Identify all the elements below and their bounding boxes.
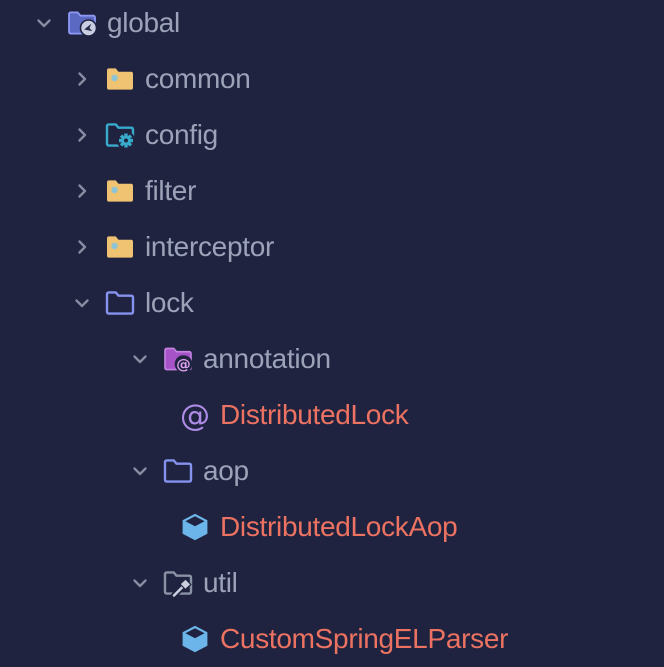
tree-row-util[interactable]: util: [0, 555, 664, 611]
folder-icon: [104, 175, 136, 207]
tree-item-label: global: [107, 7, 180, 38]
tree-row-filter[interactable]: filter: [0, 163, 664, 219]
tree-item-label: lock: [145, 287, 194, 318]
chevron-right-icon[interactable]: [70, 179, 94, 203]
tree-row-distributedlock[interactable]: @ DistributedLock: [0, 387, 664, 443]
folder-config-icon: [104, 119, 136, 151]
svg-text:@: @: [176, 357, 191, 373]
svg-text:@: @: [180, 399, 210, 431]
chevron-right-icon[interactable]: [70, 67, 94, 91]
chevron-down-icon[interactable]: [32, 11, 56, 35]
folder-util-icon: [162, 567, 194, 599]
tree-item-label: aop: [203, 455, 249, 486]
class-icon: [179, 623, 211, 655]
tree-item-label: common: [145, 63, 251, 94]
chevron-right-icon[interactable]: [70, 235, 94, 259]
folder-annotation-icon: @: [162, 343, 194, 375]
tree-item-label: DistributedLock: [220, 399, 409, 430]
tree-row-interceptor[interactable]: interceptor: [0, 219, 664, 275]
class-icon: [179, 511, 211, 543]
tree-row-lock[interactable]: lock: [0, 275, 664, 331]
tree-row-aop[interactable]: aop: [0, 443, 664, 499]
chevron-down-icon[interactable]: [70, 291, 94, 315]
tree-item-label: filter: [145, 175, 197, 206]
folder-icon: [104, 63, 136, 95]
annotation-icon: @: [179, 399, 211, 431]
tree-row-customspringelparser[interactable]: CustomSpringELParser: [0, 611, 664, 667]
chevron-down-icon[interactable]: [128, 571, 152, 595]
folder-icon: [104, 231, 136, 263]
tree-row-annotation[interactable]: @ annotation: [0, 331, 664, 387]
folder-open-icon: [162, 455, 194, 487]
tree-row-distributedlockaop[interactable]: DistributedLockAop: [0, 499, 664, 555]
tree-row-config[interactable]: config: [0, 107, 664, 163]
tree-item-label: util: [203, 567, 238, 598]
tree-item-label: annotation: [203, 343, 331, 374]
chevron-down-icon[interactable]: [128, 347, 152, 371]
tree-item-label: DistributedLockAop: [220, 511, 458, 542]
tree-row-common[interactable]: common: [0, 51, 664, 107]
tree-row-global[interactable]: global: [0, 0, 664, 51]
chevron-down-icon[interactable]: [128, 459, 152, 483]
tree-item-label: config: [145, 119, 218, 150]
tree-item-label: CustomSpringELParser: [220, 623, 509, 654]
folder-open-icon: [104, 287, 136, 319]
chevron-right-icon[interactable]: [70, 123, 94, 147]
tree-item-label: interceptor: [145, 231, 274, 262]
folder-global-icon: [66, 7, 98, 39]
